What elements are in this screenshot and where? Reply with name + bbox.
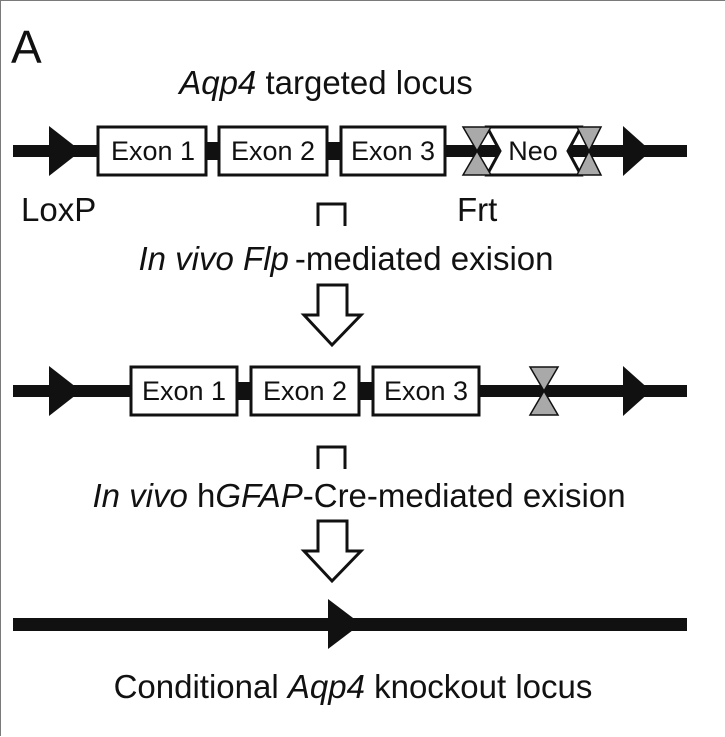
frt-site-remaining — [528, 366, 560, 416]
exon-junction-1-middle — [237, 382, 251, 400]
arrow-head-1 — [300, 283, 365, 348]
exon-2-box-top — [217, 125, 329, 177]
knockout-locus — [13, 599, 687, 649]
loxp-site-right-top — [623, 126, 651, 176]
panel-label: A — [11, 21, 42, 73]
exon-junction-1-top — [206, 142, 219, 160]
frt-site-right — [575, 126, 603, 176]
knockout-label: Conditional Aqp4 knockout locus — [114, 668, 593, 705]
exon-1-label-middle: Exon 1 — [142, 376, 226, 406]
frt-label: Frt — [457, 191, 497, 228]
frt-site-left — [461, 126, 493, 176]
flp-excision-arrow — [300, 202, 365, 348]
title-rest: targeted locus — [256, 64, 472, 101]
neo-label: Neo — [508, 136, 558, 166]
cre-excision-arrow — [300, 445, 365, 584]
construct-title: Aqp4 targeted locus — [177, 64, 473, 101]
loxp-label: LoxP — [21, 191, 96, 228]
exon-3-label-middle: Exon 3 — [384, 376, 468, 406]
cre-excision-label: In vivo hGFAP-Cre-mediated exision — [92, 477, 625, 514]
arrow-tail-1 — [316, 202, 347, 226]
exon-junction-2-middle — [359, 382, 373, 400]
floxed-locus: Exon 1 Exon 2 Exon 3 — [13, 365, 687, 417]
loxp-site-right-middle — [623, 366, 651, 416]
targeted-locus: Exon 1 Exon 2 Exon 3 Neo LoxP Frt — [13, 125, 687, 228]
arrow-tail-2 — [316, 445, 347, 469]
title-gene: Aqp4 — [177, 64, 256, 101]
exon-2-label-top: Exon 2 — [231, 136, 315, 166]
arrow-head-2 — [300, 519, 365, 584]
exon-1-label-top: Exon 1 — [111, 136, 195, 166]
exon-2-label-middle: Exon 2 — [263, 376, 347, 406]
flp-excision-label: In vivo Flp-mediated exision — [138, 240, 553, 277]
exon-junction-2-top — [327, 142, 341, 160]
loxp-site-left-middle — [49, 366, 81, 416]
loxp-site-bottom — [328, 599, 361, 649]
loxp-site-left-top — [49, 126, 81, 176]
exon-3-label-top: Exon 3 — [351, 136, 435, 166]
